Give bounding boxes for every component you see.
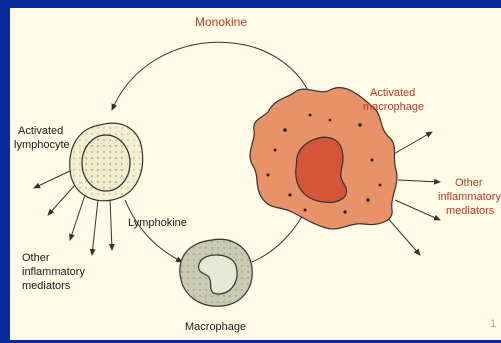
activated-macrophage-label-line2: macrophage (363, 101, 424, 113)
other-mediators-right-line2: inflammatory (438, 191, 501, 203)
macrophage (180, 239, 252, 306)
other-mediators-left-line3: mediators (22, 280, 71, 292)
activated-lymphocyte-label-line1: Activated (18, 125, 63, 137)
other-mediators-right-line1: Other (455, 177, 483, 189)
other-mediators-left-line1: Other (22, 252, 50, 264)
other-mediators-right-line3: mediators (446, 205, 495, 217)
activated-macrophage-label-line1: Activated (370, 87, 415, 99)
page-number: 1 (490, 318, 496, 330)
activated-macrophage-nucleus (296, 137, 347, 202)
monokine-label: Monokine (195, 15, 247, 29)
macrophage-label: Macrophage (185, 321, 246, 333)
activated-lymphocyte-label-line2: lymphocyte (14, 139, 70, 151)
lymphokine-label: Lymphokine (128, 217, 187, 229)
activated-lymphocyte (70, 123, 143, 201)
other-mediators-left-line2: inflammatory (22, 266, 85, 278)
